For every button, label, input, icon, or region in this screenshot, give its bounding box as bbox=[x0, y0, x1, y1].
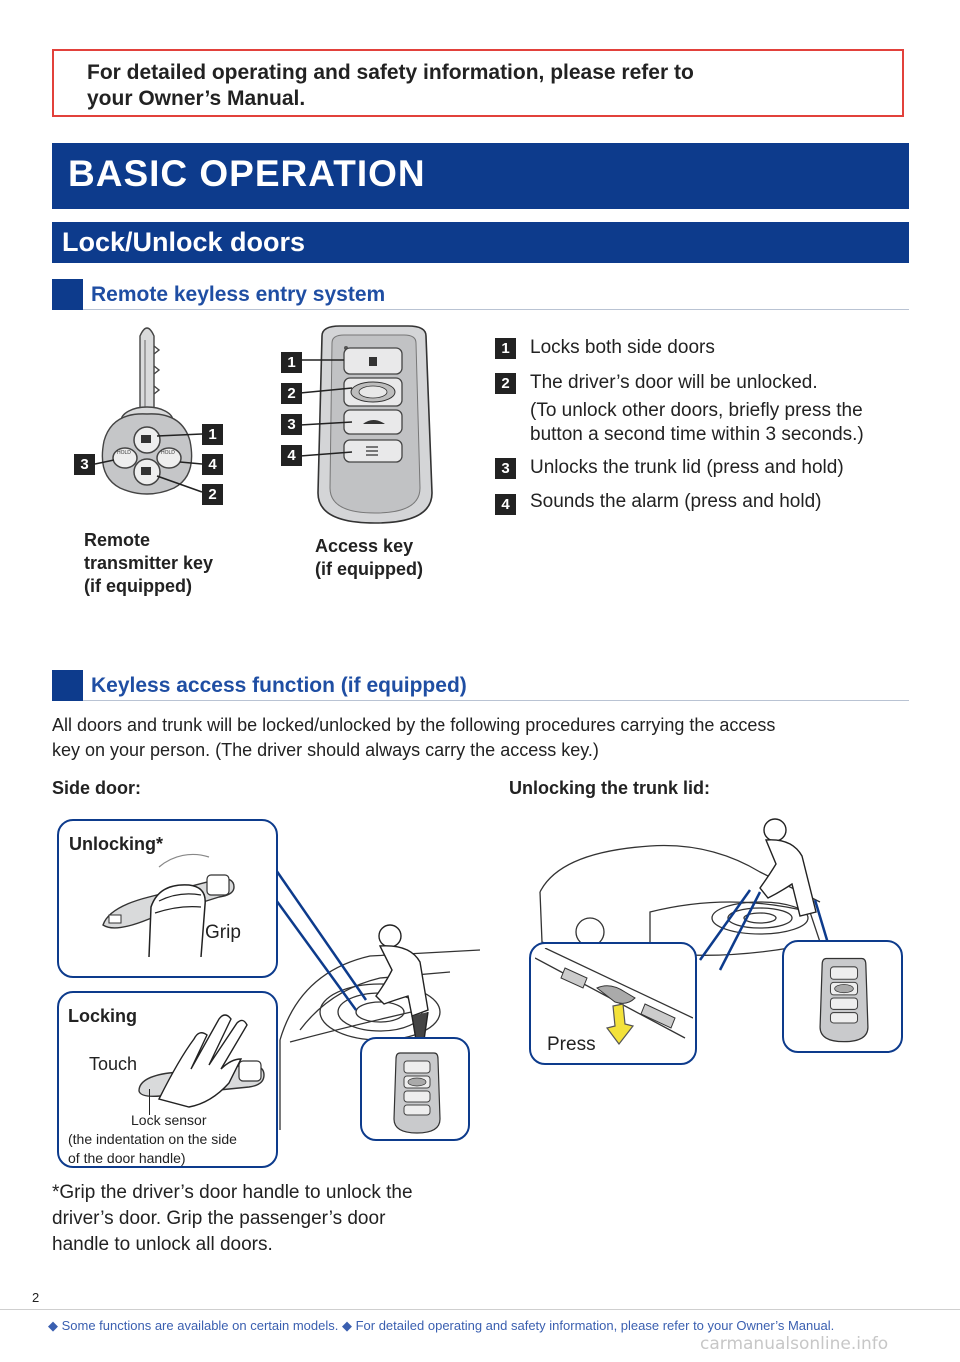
unlocking-label: Unlocking* bbox=[69, 834, 164, 854]
grip-label: Grip bbox=[205, 922, 241, 943]
keyless-intro: All doors and trunk will be locked/unloc… bbox=[52, 715, 776, 760]
item-2-number: 2 bbox=[495, 373, 516, 394]
item-1-text: Locks both side doors bbox=[530, 337, 715, 358]
footnote: *Grip the driver’s door handle to unlock… bbox=[52, 1182, 413, 1255]
footer-divider bbox=[0, 1309, 960, 1310]
subtitle-banner: Lock/Unlock doors bbox=[52, 222, 909, 263]
remote-hold-label-right: HOLD bbox=[161, 450, 175, 456]
access-key-caption: Access key (if equipped) bbox=[315, 536, 423, 579]
main-title: BASIC OPERATION bbox=[68, 153, 426, 194]
callout-4-access: 4 bbox=[281, 445, 302, 466]
callout-4-remote: 4 bbox=[202, 454, 223, 475]
item-4-text: Sounds the alarm (press and hold) bbox=[530, 491, 822, 512]
warning-box bbox=[52, 49, 904, 117]
main-title-banner: BASIC OPERATION bbox=[52, 143, 909, 209]
remote-key-caption: Remote transmitter key (if equipped) bbox=[84, 530, 214, 596]
callout-1-access: 1 bbox=[281, 352, 302, 373]
callout-2-access: 2 bbox=[281, 383, 302, 404]
warning-text: For detailed operating and safety inform… bbox=[87, 61, 694, 110]
item-4-number: 4 bbox=[495, 494, 516, 515]
trunk-button-illustration bbox=[535, 948, 693, 1045]
trunk-key-panel bbox=[782, 940, 903, 1053]
section-divider bbox=[83, 309, 909, 310]
access-key-small-icon bbox=[393, 1052, 441, 1134]
panel-connector-lines bbox=[276, 869, 368, 1011]
section-marker bbox=[52, 279, 83, 310]
locking-label: Locking bbox=[68, 1006, 138, 1026]
callout-3-remote: 3 bbox=[74, 454, 95, 475]
side-door-label: Side door: bbox=[52, 778, 141, 798]
trunk-label: Unlocking the trunk lid: bbox=[509, 778, 710, 798]
access-key-small-icon-trunk bbox=[819, 957, 869, 1043]
remote-section-heading: Remote keyless entry system bbox=[91, 283, 386, 306]
unlocking-panel: Unlocking* Grip bbox=[57, 819, 278, 978]
section-marker bbox=[52, 670, 83, 701]
access-key-illustration bbox=[300, 325, 433, 524]
watermark: carmanualsonline.info bbox=[700, 1334, 889, 1354]
callout-2-remote: 2 bbox=[202, 484, 223, 505]
lock-sensor-label: Lock sensor (the indentation on the side… bbox=[68, 1112, 237, 1166]
subtitle: Lock/Unlock doors bbox=[62, 227, 306, 257]
sensor-pointer bbox=[149, 1089, 150, 1115]
item-3-text: Unlocks the trunk lid (press and hold) bbox=[530, 457, 844, 478]
callout-3-access: 3 bbox=[281, 414, 302, 435]
section-divider bbox=[83, 700, 909, 701]
item-2-text: The driver’s door will be unlocked. (To … bbox=[530, 372, 864, 445]
gripping-handle-illustration bbox=[102, 853, 235, 958]
callout-1-remote: 1 bbox=[202, 424, 223, 445]
press-label: Press bbox=[547, 1034, 596, 1056]
keyless-section-heading: Keyless access function (if equipped) bbox=[91, 674, 467, 697]
side-door-key-panel bbox=[360, 1037, 470, 1141]
touch-label: Touch bbox=[89, 1054, 138, 1074]
press-panel: Press bbox=[529, 942, 697, 1065]
footer-note: ◆ Some functions are available on certai… bbox=[48, 1318, 835, 1333]
remote-transmitter-key-illustration: HOLD HOLD bbox=[94, 327, 203, 495]
item-1-number: 1 bbox=[495, 338, 516, 359]
touching-handle-illustration bbox=[138, 1014, 265, 1108]
locking-panel: Locking Touch Lock sensor (the indentati… bbox=[57, 991, 278, 1168]
side-door-scene-illustration bbox=[279, 924, 480, 1130]
page-number: 2 bbox=[32, 1290, 40, 1305]
item-3-number: 3 bbox=[495, 458, 516, 479]
remote-hold-label-left: HOLD bbox=[117, 450, 131, 456]
